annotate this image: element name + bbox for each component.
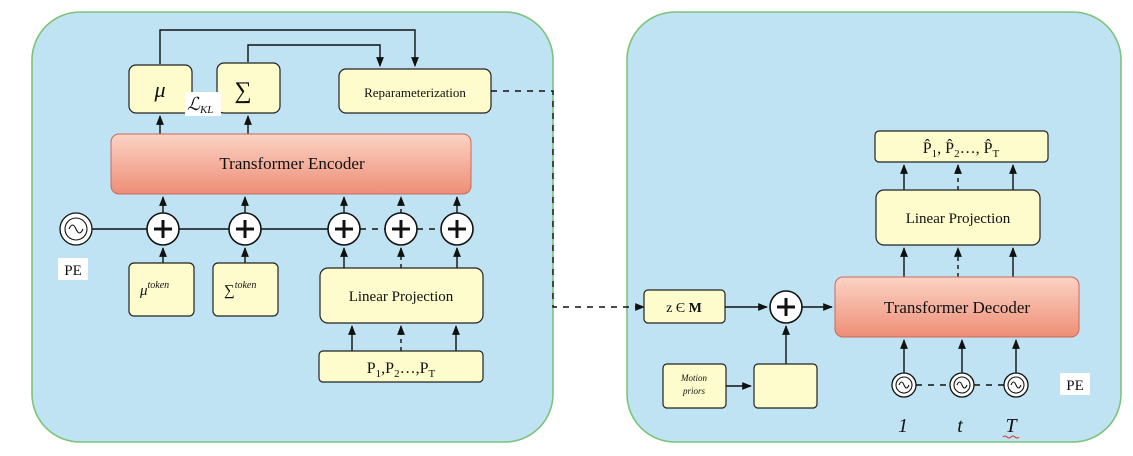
decoder-pe-label: PE — [1066, 378, 1084, 394]
sigma-to-reparam-line — [247, 44, 384, 67]
decoder-linear-projection-box — [875, 189, 1041, 246]
decoder-pe-label-bg — [1060, 373, 1090, 395]
sigma-token-box — [212, 262, 279, 317]
motion-priors-label-line2: priors — [682, 386, 706, 396]
time-label-T-underline — [1002, 435, 1020, 439]
encoder-pe-label: PE — [64, 263, 82, 279]
mu-to-reparam-line — [159, 29, 419, 67]
prior-encoder-box — [753, 363, 818, 409]
input-poses-label: P1,P2…,PT — [367, 360, 436, 380]
encoder-plus-3 — [327, 212, 361, 246]
mu-label: μ — [153, 77, 165, 102]
sigma-token-label: ∑token — [224, 280, 256, 299]
output-poses-label: P̂1, P̂2…, P̂T — [923, 138, 1000, 160]
encoder-linear-projection-box — [319, 267, 484, 324]
input-poses-box — [318, 350, 484, 383]
encoder-plus-1 — [146, 212, 180, 246]
time-label-T: T — [1005, 415, 1018, 437]
mu-token-label: μtoken — [139, 280, 169, 299]
encoder-linear-projection-label: Linear Projection — [349, 289, 454, 305]
reparam-to-z-connector — [491, 90, 645, 311]
transformer-encoder-label: Transformer Encoder — [219, 154, 365, 173]
decoder-pe-icon-T — [1003, 372, 1029, 398]
transformer-decoder-box — [834, 276, 1080, 338]
reparameterization-label: Reparameterization — [364, 85, 466, 100]
encoder-plus-2 — [228, 212, 262, 246]
output-poses-box — [874, 130, 1049, 163]
transformer-decoder-label: Transformer Decoder — [884, 298, 1031, 317]
transformer-encoder-box — [110, 133, 472, 195]
decoder-pe-icon-t — [949, 372, 975, 398]
encoder-pe-label-bg — [58, 258, 88, 280]
encoder-pe-icon-ring — [64, 217, 88, 241]
encoder-plus-4 — [384, 212, 418, 246]
mu-token-box — [128, 262, 195, 317]
latent-z-label: z Є M — [666, 301, 702, 316]
kl-loss-label: ℒKL — [187, 94, 213, 116]
decoder-linear-projection-label: Linear Projection — [906, 211, 1011, 227]
motion-priors-label-line1: Motion — [680, 373, 707, 383]
decoder-plus — [769, 290, 803, 324]
kl-label-bg — [185, 92, 221, 116]
sigma-box — [216, 62, 281, 114]
mu-box — [128, 64, 193, 114]
decoder-pe-icon-1 — [891, 372, 917, 398]
sigma-label: ∑ — [234, 78, 251, 104]
encoder-plus-5 — [440, 212, 474, 246]
encoder-pe-icon-wave — [68, 224, 84, 234]
time-label-t: t — [957, 415, 963, 437]
time-label-1: 1 — [898, 415, 908, 437]
